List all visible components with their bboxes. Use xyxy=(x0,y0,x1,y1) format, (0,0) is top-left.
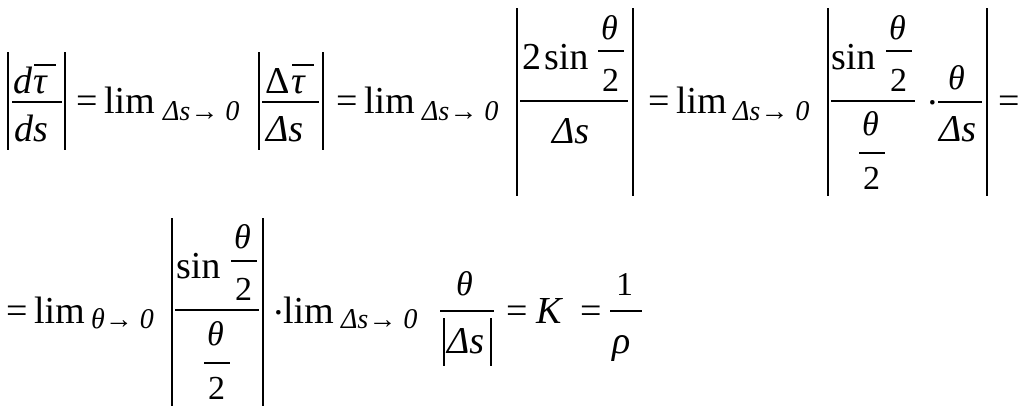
abs-bar-left xyxy=(171,218,173,406)
multiplication-dot: · xyxy=(926,82,939,124)
lim-subscript: Δs→ 0 xyxy=(422,96,499,127)
multiplication-dot: · xyxy=(272,292,285,334)
lim-operator: lim xyxy=(283,290,334,332)
theta-symbol: θ xyxy=(207,316,224,353)
abs-bar-left xyxy=(258,52,260,150)
lim-subscript: θ→ 0 xyxy=(91,304,154,335)
lim-operator: lim xyxy=(104,80,155,122)
abs-bar-left xyxy=(7,52,9,150)
inner-fraction-bar xyxy=(204,362,230,364)
abs-bar-right xyxy=(64,52,66,150)
equals-sign: = xyxy=(336,80,358,122)
theta-symbol: θ xyxy=(234,219,251,256)
inner-denominator-two: 2 xyxy=(602,62,619,99)
tau-overbar xyxy=(34,64,56,66)
ds-denominator: ds xyxy=(14,108,48,150)
tau-symbol: τ xyxy=(33,60,47,102)
equals-sign: = xyxy=(998,80,1020,122)
equals-sign: = xyxy=(76,80,98,122)
fraction-bar xyxy=(12,101,62,103)
fraction-bar xyxy=(610,310,642,312)
lim-subscript: Δs→ 0 xyxy=(163,96,240,127)
theta-symbol: θ xyxy=(456,266,473,303)
inner-denominator-two: 2 xyxy=(235,271,252,308)
delta-s-denominator: Δs xyxy=(552,110,590,152)
abs-bar-left xyxy=(827,8,829,196)
equals-sign: = xyxy=(648,80,670,122)
coefficient-two: 2 xyxy=(522,36,541,78)
tau-symbol: τ xyxy=(291,60,305,102)
fraction-bar xyxy=(262,101,319,103)
inner-fraction-bar xyxy=(859,152,885,154)
fraction-bar xyxy=(175,309,259,311)
theta-symbol: θ xyxy=(862,106,879,143)
sin-function: sin xyxy=(544,36,589,78)
lim-subscript: Δs→ 0 xyxy=(733,96,810,127)
theta-symbol: θ xyxy=(889,10,906,47)
equals-sign: = xyxy=(580,290,602,332)
lim-operator: lim xyxy=(676,80,727,122)
abs-bar-right xyxy=(490,318,492,366)
inner-fraction-bar xyxy=(598,50,624,52)
abs-bar-left xyxy=(516,8,518,196)
theta-symbol: θ xyxy=(948,60,965,97)
lim-operator: lim xyxy=(364,80,415,122)
delta-s-denominator: Δs xyxy=(266,108,304,150)
fraction-bar xyxy=(520,100,628,102)
sin-function: sin xyxy=(831,36,876,78)
delta-s-denominator: Δs xyxy=(939,108,977,150)
numerator-one: 1 xyxy=(616,266,633,303)
delta-symbol: Δ xyxy=(265,60,290,102)
theta-symbol: θ xyxy=(601,10,618,47)
inner-denominator-two: 2 xyxy=(890,62,907,99)
fraction-bar xyxy=(440,310,494,312)
inner-denominator-two: 2 xyxy=(863,160,880,197)
abs-bar-right xyxy=(986,8,988,196)
delta-s-denominator: Δs xyxy=(447,320,485,362)
abs-bar-right xyxy=(322,52,324,150)
curvature-K: K xyxy=(536,290,562,332)
equals-sign: = xyxy=(6,290,28,332)
abs-bar-right xyxy=(262,218,264,406)
inner-denominator-two: 2 xyxy=(208,370,225,407)
sin-function: sin xyxy=(176,245,221,287)
abs-bar-right xyxy=(632,8,634,196)
rho-symbol: ρ xyxy=(612,320,631,362)
abs-bar-left xyxy=(443,318,445,366)
lim-operator: lim xyxy=(34,290,85,332)
inner-fraction-bar xyxy=(886,50,912,52)
tau-overbar xyxy=(292,64,314,66)
lim-subscript: Δs→ 0 xyxy=(341,304,418,335)
inner-fraction-bar xyxy=(231,260,257,262)
equals-sign: = xyxy=(506,290,528,332)
d-symbol: d xyxy=(13,60,32,102)
fraction-bar xyxy=(938,101,982,103)
fraction-bar xyxy=(831,100,915,102)
